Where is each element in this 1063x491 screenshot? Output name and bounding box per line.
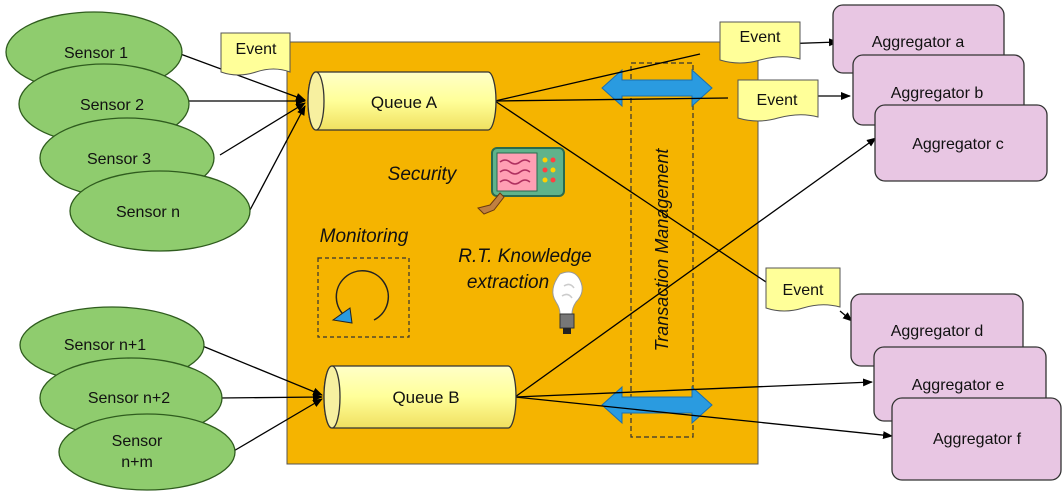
- security-label: Security: [388, 164, 458, 185]
- queue-a-label: Queue A: [371, 93, 438, 112]
- sensor-n-plus-2-label: Sensor n+2: [88, 390, 170, 407]
- aggregator-a-label: Aggregator a: [872, 34, 965, 51]
- aggregator-f: Aggregator f: [891, 397, 1062, 481]
- sensor-2-label: Sensor 2: [80, 97, 144, 114]
- sensor-1-label: Sensor 1: [64, 45, 128, 62]
- knowledge-label-line2: extraction: [467, 272, 549, 293]
- event-note-1-label: Event: [236, 41, 277, 58]
- event-note-4: Event: [765, 267, 841, 312]
- aggregator-c: Aggregator c: [874, 104, 1048, 182]
- sensor-n-plus-m: Sensor n+m: [58, 413, 236, 491]
- security-panel-icon: [477, 147, 565, 215]
- aggregator-c-label: Aggregator c: [912, 136, 1004, 153]
- aggregator-f-label: Aggregator f: [933, 431, 1022, 448]
- lightbulb-icon: [552, 271, 583, 334]
- event-note-3: Event: [737, 79, 819, 122]
- knowledge-label-line1: R.T. Knowledge: [458, 246, 591, 267]
- sensor-3-label: Sensor 3: [87, 151, 151, 168]
- event-note-2-label: Event: [740, 29, 781, 46]
- queue-a: Queue A: [307, 71, 497, 131]
- event-note-2: Event: [719, 21, 801, 64]
- connector-lines: [174, 38, 893, 453]
- transaction-management-box: [630, 62, 694, 438]
- monitoring-label: Monitoring: [320, 226, 409, 247]
- queue-b: Queue B: [323, 365, 517, 429]
- event-note-1: Event: [220, 32, 291, 76]
- aggregator-e-label: Aggregator e: [912, 377, 1005, 394]
- sensor-n-plus-m-label-line2: n+m: [121, 454, 153, 471]
- monitoring-box: [317, 257, 410, 338]
- queue-b-label: Queue B: [392, 388, 459, 407]
- cycle-icon: [331, 270, 390, 324]
- event-note-4-label: Event: [783, 282, 824, 299]
- sensor-n-plus-m-label: Sensor: [112, 433, 163, 450]
- aggregator-b-label: Aggregator b: [891, 85, 984, 102]
- double-arrow-bottom: [601, 385, 713, 425]
- sensor-n-plus-1-label: Sensor n+1: [64, 337, 146, 354]
- aggregator-d-label: Aggregator d: [891, 323, 984, 340]
- transaction-management-label: Transaction Management: [652, 148, 672, 352]
- event-note-3-label: Event: [757, 92, 798, 109]
- sensor-n-label: Sensor n: [116, 204, 180, 221]
- sensor-n: Sensor n: [69, 170, 251, 252]
